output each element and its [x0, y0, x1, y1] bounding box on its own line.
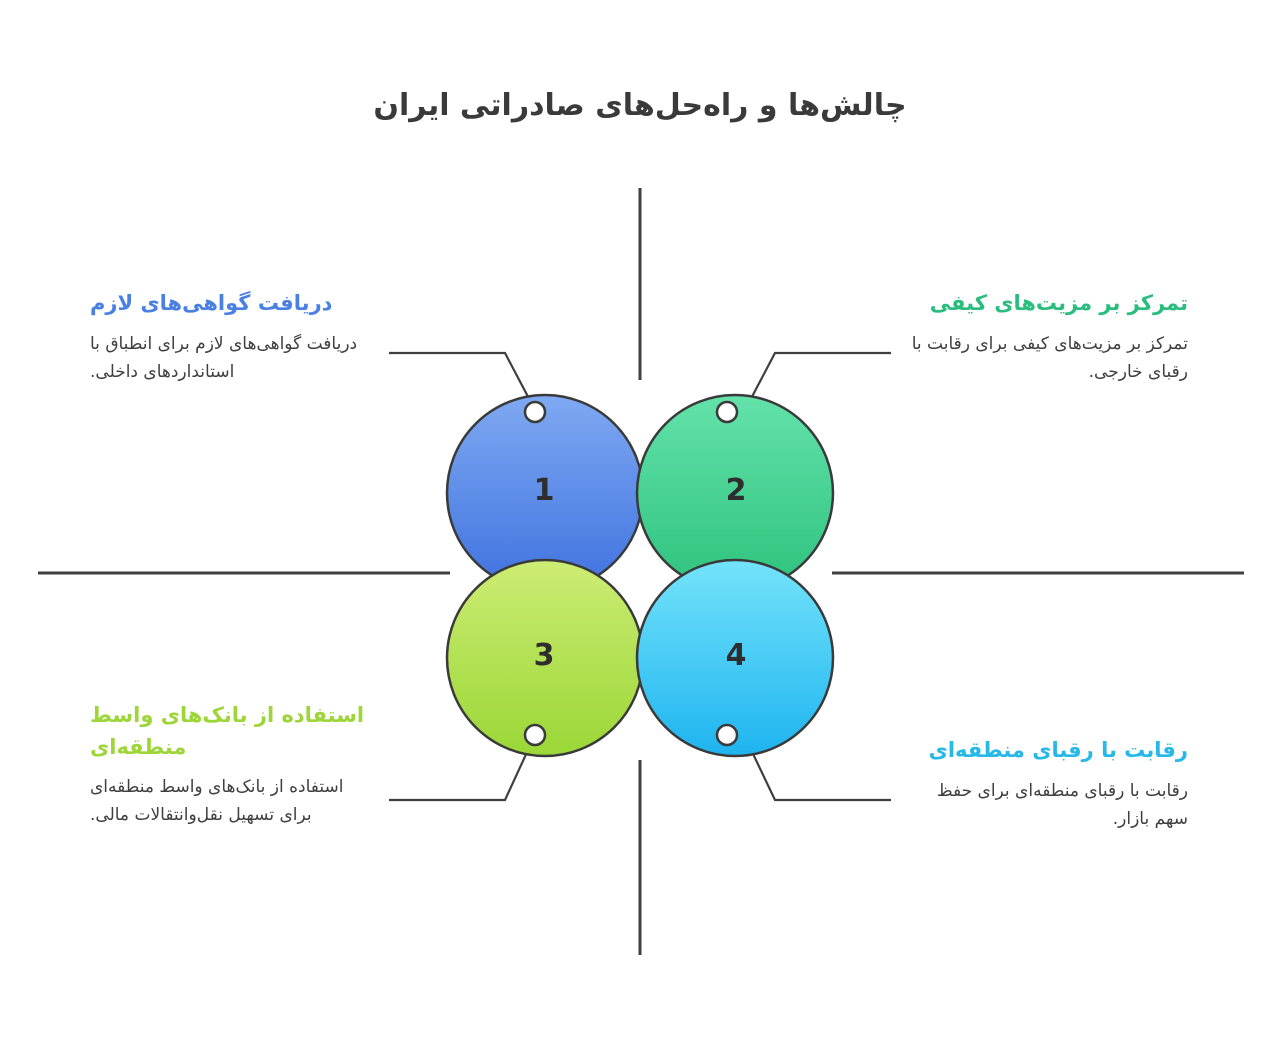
- label-body-3: استفاده از بانک‌های واسط منطقه‌ای برای ت…: [90, 777, 344, 826]
- connector-line-2: [744, 351, 891, 411]
- circle-4[interactable]: [635, 558, 835, 758]
- label-body-4: رقابت با رقبای منطقه‌ای برای حفظ سهم باز…: [936, 780, 1188, 829]
- connector-line-3: [389, 736, 535, 802]
- circle-number-3: 3: [533, 638, 555, 673]
- label-heading-2: تمرکز بر مزیت‌های کیفی: [929, 291, 1188, 315]
- connector-dot-1: [523, 400, 547, 424]
- connector-line-1: [389, 351, 536, 411]
- label-block-1: دریافت گواهی‌های لازم دریافت گواهی‌های ل…: [90, 288, 375, 386]
- label-body-1: دریافت گواهی‌های لازم برای انطباق با است…: [90, 333, 358, 382]
- label-heading-4: رقابت با رقبای منطقه‌ای: [928, 738, 1188, 762]
- circle-number-4: 4: [725, 638, 747, 673]
- connector-dot-3: [523, 723, 547, 747]
- circle-number-2: 2: [725, 473, 747, 508]
- connector-dot-2: [715, 400, 739, 424]
- page-title: چالش‌ها و راه‌حل‌های صادراتی ایران: [373, 88, 907, 123]
- label-block-4: رقابت با رقبای منطقه‌ای رقابت با رقبای م…: [903, 735, 1188, 833]
- label-block-3: استفاده از بانک‌های واسط منطقه‌ای استفاد…: [90, 700, 375, 829]
- connector-line-4: [744, 736, 891, 802]
- label-body-2: تمرکز بر مزیت‌های کیفی برای رقابت با رقب…: [911, 333, 1188, 382]
- label-block-2: تمرکز بر مزیت‌های کیفی تمرکز بر مزیت‌های…: [903, 288, 1188, 386]
- label-heading-3: استفاده از بانک‌های واسط منطقه‌ای: [90, 703, 365, 759]
- label-heading-1: دریافت گواهی‌های لازم: [90, 291, 333, 315]
- circle-number-1: 1: [533, 473, 555, 508]
- connector-dot-4: [715, 723, 739, 747]
